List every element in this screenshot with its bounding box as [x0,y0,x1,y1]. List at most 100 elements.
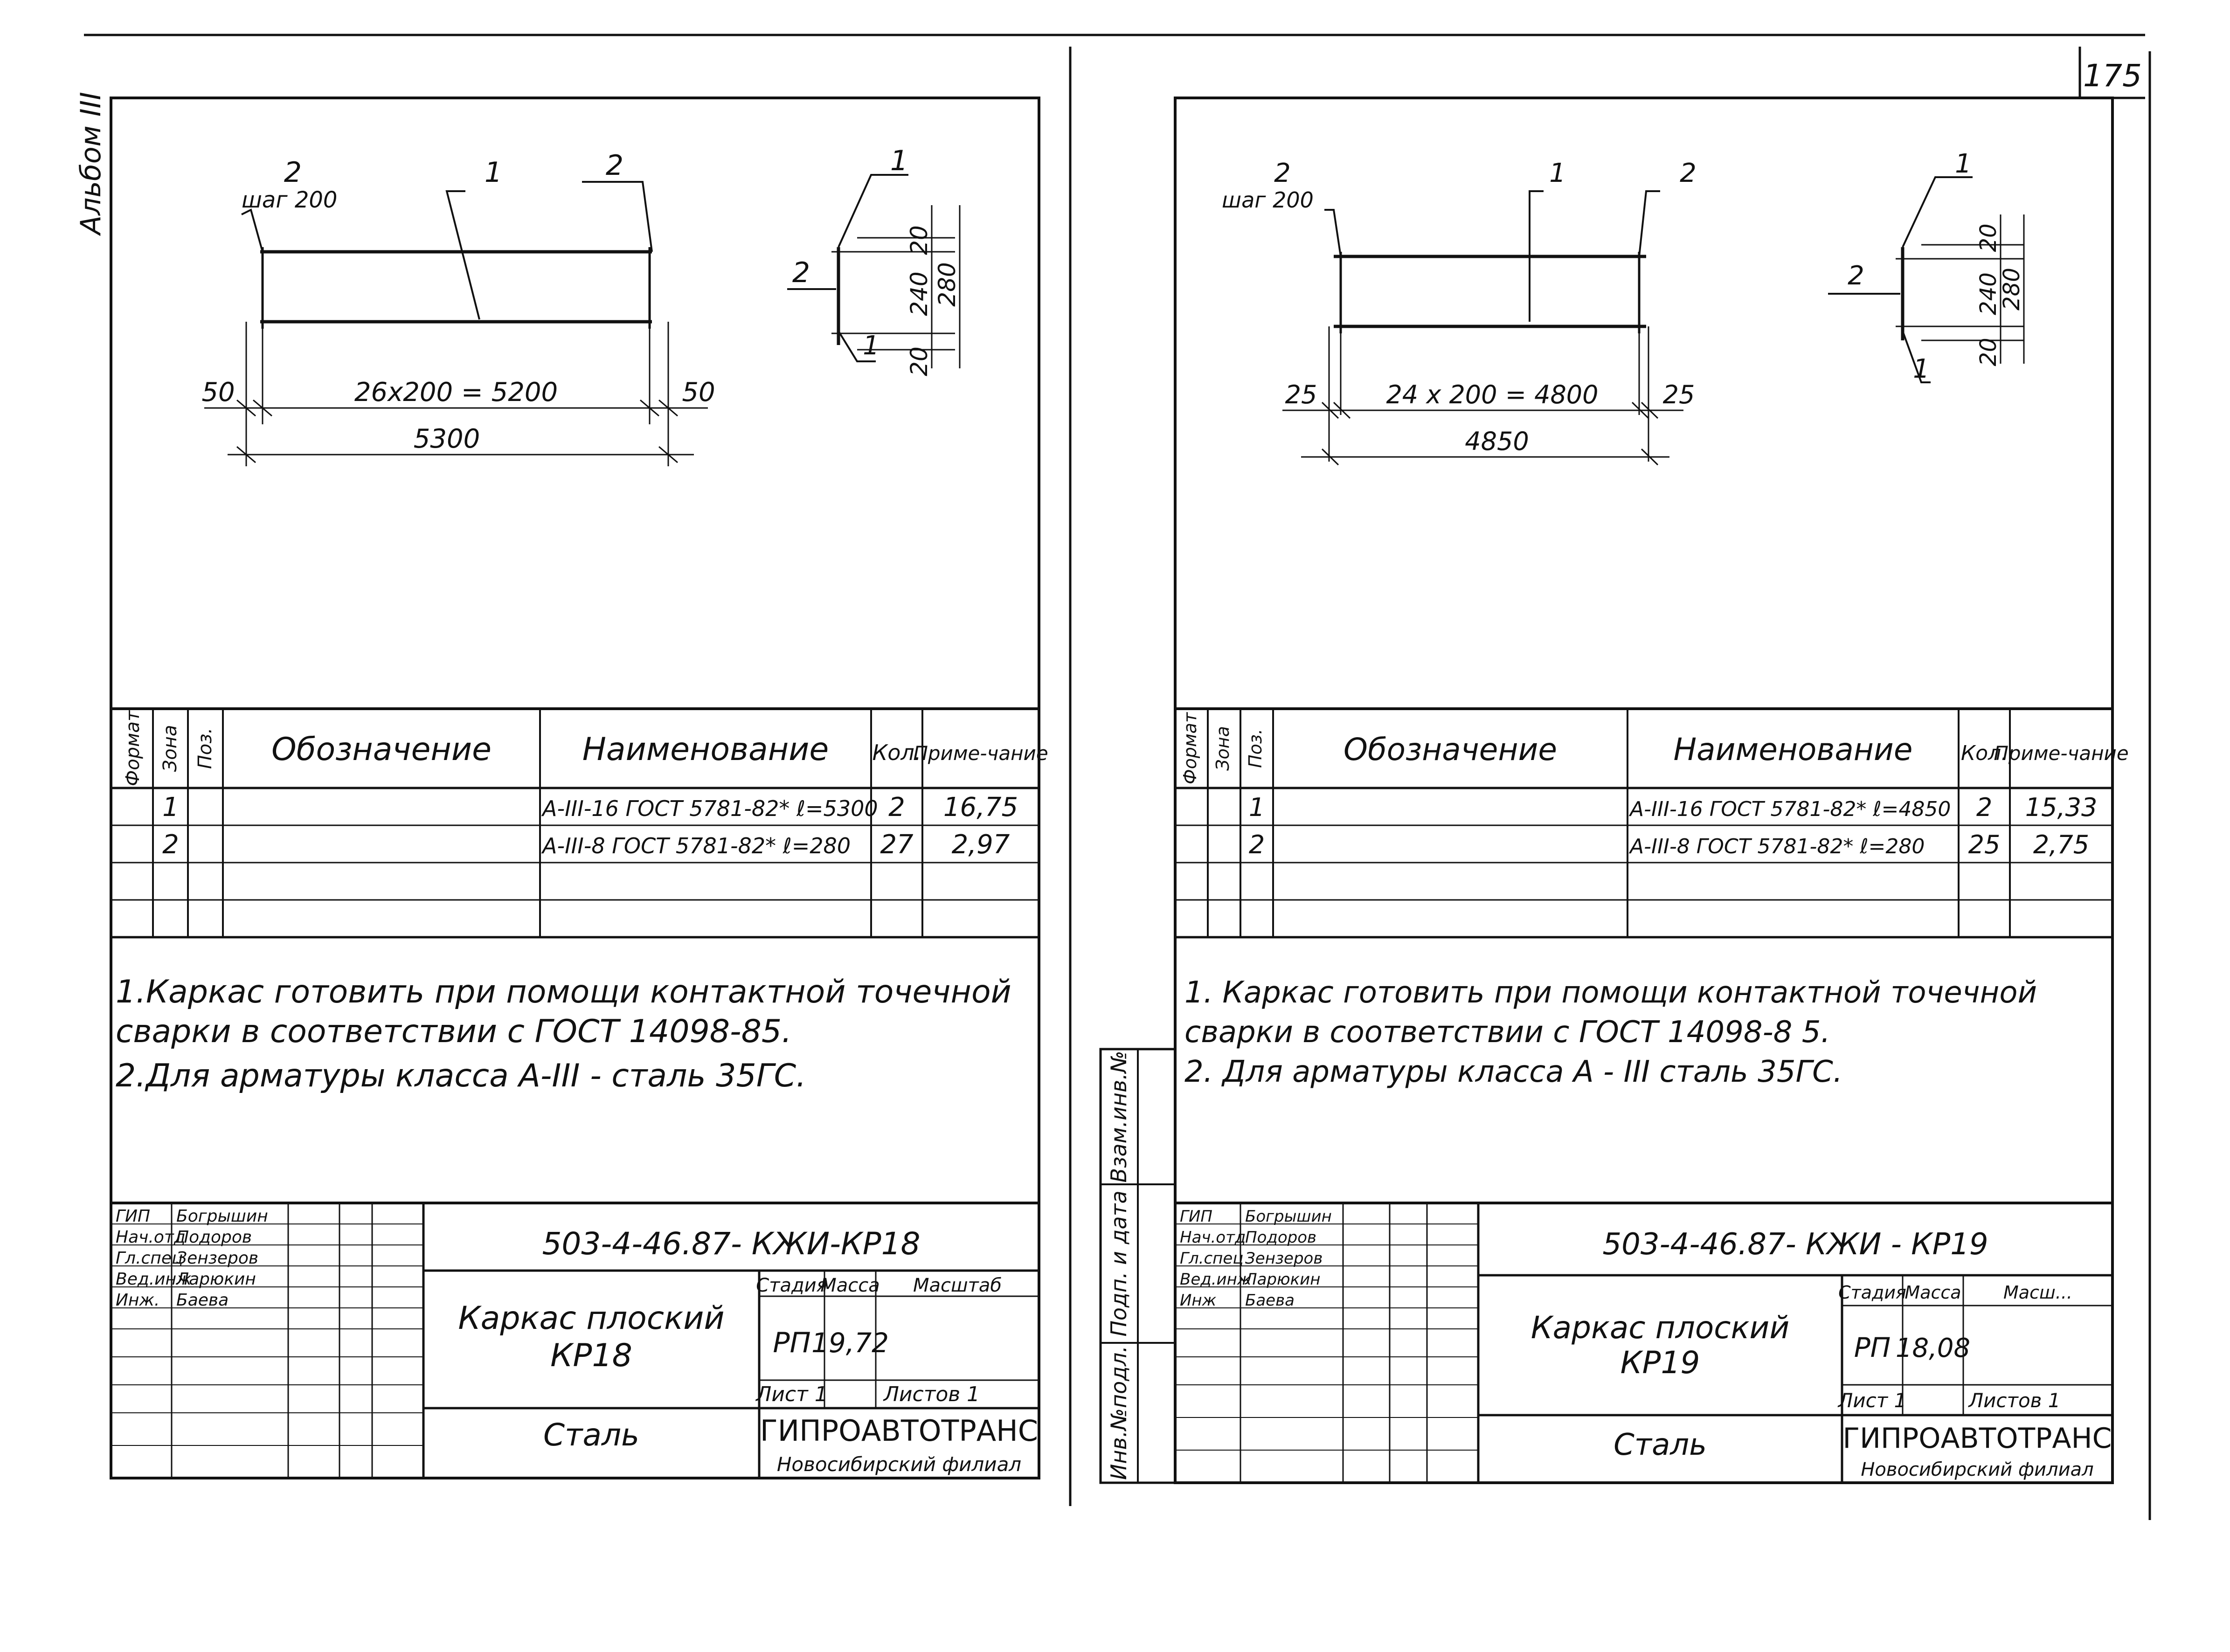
spec-header-format: Формат [1180,712,1200,784]
section-pos1-bottom: 1 [1913,354,1930,384]
spec-header-zone: Зона [159,725,181,772]
material: Сталь [1614,1428,1707,1462]
note-line-2: сварки в соответствии с ГОСТ 14098-85. [116,1013,792,1050]
spec-row-name: А-III-16 ГОСТ 5781-82* ℓ=4850 [1628,797,1951,821]
frame-elevation [1282,190,1683,466]
dim-end-right: 25 [1663,380,1695,409]
spec-row: 2 А-III-8 ГОСТ 5781-82* ℓ=280 27 2,97 [162,829,1010,860]
spec-header-name: Наименование [582,731,829,768]
staff-name: Богрышин [1245,1207,1332,1226]
section-pos1-top: 1 [890,145,908,177]
staff-role: Нач.отд [116,1228,186,1247]
dim-end-left: 50 [201,377,235,408]
section-dim-total: 280 [934,262,961,306]
section-dim-bot: 20 [1975,338,2001,366]
staff-name: Зензеров [1245,1249,1323,1268]
staff-role: Гл.спец [116,1249,183,1268]
spec-row-qty: 2 [888,792,905,823]
section-dim-mid: 240 [1975,272,2001,315]
page-number: 175 [2083,58,2142,94]
spec-header-zone: Зона [1212,726,1233,771]
dim-end-left: 25 [1285,380,1317,409]
spec-row-qty: 27 [880,829,914,860]
spec-row-name: А-III-8 ГОСТ 5781-82* ℓ=280 [1628,835,1925,858]
spec-header-qty: Кол. [1961,741,2008,765]
spec-header-designation: Обозначение [271,731,492,768]
staff-role: Вед.инж [1180,1270,1252,1289]
sheet-number: Лист 1 [1837,1389,1907,1412]
spec-header-name: Наименование [1674,732,1913,767]
section-pos2: 2 [1848,261,1864,291]
staff-role: Инж [1180,1291,1217,1310]
spec-header-qty: Кол. [873,740,921,765]
scale-header: Масш... [2003,1282,2072,1303]
sheets-total: Листов 1 [883,1382,980,1406]
mass: 18,08 [1896,1333,1970,1363]
callout-pitch: шаг 200 [242,187,337,213]
sheet-kr18: 2 шаг 200 1 2 50 26х200 = 5200 50 5300 1… [110,97,1048,1479]
mass-header: Масса [820,1275,880,1296]
drawing-title-line2: КР19 [1621,1345,1700,1381]
section-dim-total: 280 [1999,268,2025,311]
dim-span: 24 х 200 = 4800 [1386,380,1598,409]
staff-name: Богрышин [176,1207,268,1226]
section-pos1-top: 1 [1955,149,1972,179]
title-block [111,1202,1039,1478]
spec-row-pos: 2 [162,829,179,860]
spec-row: 1 А-III-16 ГОСТ 5781-82* ℓ=4850 2 15,33 [1249,793,2097,822]
sheets-total: Листов 1 [1968,1389,2061,1412]
spec-row-pos: 2 [1249,830,1265,859]
staff-name: Зензеров [176,1249,258,1268]
section-pos1-bottom: 1 [863,331,880,361]
sheet-kr19: 2 шаг 200 1 2 25 24 х 200 = 4800 25 4850… [1174,97,2129,1484]
spec-row-qty: 25 [1968,830,2001,859]
spec-header-designation: Обозначение [1344,732,1557,767]
section-pos2: 2 [792,256,810,289]
album-label: Альбом III [75,92,107,236]
spec-table [1175,707,2112,939]
drawing-code: 503-4-46.87- КЖИ-КР18 [542,1226,920,1262]
staff-name: Баева [176,1291,229,1310]
drawing-title-line2: КР18 [550,1337,632,1374]
stamp-replacement: Взам.инв.№ [1106,1051,1131,1182]
staff-role: ГИП [116,1207,150,1226]
section-dim-top: 20 [1975,223,2001,252]
spec-row-qty: 2 [1976,793,1992,822]
staff-name: Подоров [176,1228,252,1247]
staff-role: Вед.инж [116,1270,192,1289]
mass: 19,72 [811,1327,889,1359]
spec-row-pos: 1 [1249,793,1265,822]
section-dim-top: 20 [906,225,933,255]
section-dim-bot: 20 [906,346,933,376]
org-branch: Новосибирский филиал [1861,1459,2093,1480]
section-dim-mid: 240 [906,271,933,316]
spec-row-note: 16,75 [943,792,1018,823]
spec-row-note: 2,75 [2033,830,2089,859]
left-stamp-strip: Инв.№подл. Подп. и дата Взам.инв.№ [1099,1048,1177,1484]
page-number-box: 175 [2078,47,2145,99]
staff-role: Нач.отд [1180,1228,1246,1247]
material: Сталь [543,1417,639,1453]
org-name: ГИПРОАВТОТРАНС [760,1414,1038,1448]
spec-row-note: 2,97 [952,829,1010,860]
spec-row-pos: 1 [162,792,179,823]
spec-header-note: Приме-чание [913,742,1048,765]
spec-header-pos: Поз. [194,728,216,769]
stage-header: Стадия [1838,1282,1906,1303]
spec-header-pos: Поз. [1245,729,1266,768]
dim-overall: 4850 [1465,427,1529,456]
org-branch: Новосибирский филиал [777,1453,1021,1476]
drawing-title-line1: Каркас плоский [1531,1310,1789,1346]
stamp-inv: Инв.№подл. [1106,1346,1131,1480]
sheet-number: Лист 1 [755,1382,827,1406]
drawing-title-line1: Каркас плоский [458,1300,724,1337]
callout-pos2-right: 2 [1680,158,1697,188]
spec-row-note: 15,33 [2025,793,2098,822]
staff-name: Ларюкин [1244,1270,1320,1289]
frame-elevation [204,181,708,466]
callout-pos2-right: 2 [606,149,623,182]
spec-row: 2 А-III-8 ГОСТ 5781-82* ℓ=280 25 2,75 [1249,830,2089,859]
drawing-code: 503-4-46.87- КЖИ - КР19 [1602,1227,1988,1262]
spec-row-name: А-III-8 ГОСТ 5781-82* ℓ=280 [541,833,851,858]
mass-header: Масса [1905,1282,1961,1303]
